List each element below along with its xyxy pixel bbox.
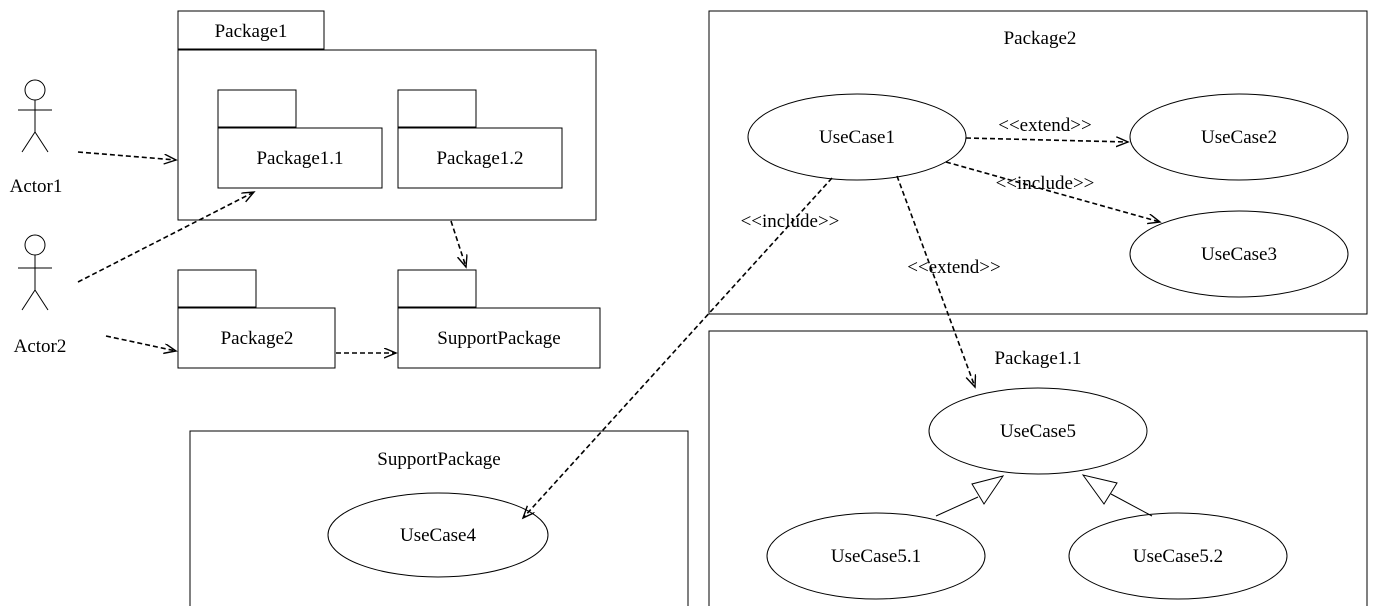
frame-support-package-title: SupportPackage <box>377 449 500 470</box>
actor1[interactable]: Actor1 <box>10 79 63 197</box>
usecase5-1-label: UseCase5.1 <box>831 546 921 567</box>
extend-uc2-label: <<extend>> <box>998 115 1092 136</box>
actor1-to-package1-edge <box>77 151 176 160</box>
generalization-uc5-1-edge <box>935 475 1005 517</box>
actor2[interactable]: Actor2 <box>14 234 67 357</box>
uc1-include-uc4-edge <box>523 177 833 518</box>
support-package[interactable]: SupportPackage <box>397 269 601 369</box>
usecase5-2-label: UseCase5.2 <box>1133 546 1223 567</box>
actor2-icon <box>18 234 52 311</box>
usecase2-label: UseCase2 <box>1201 127 1277 148</box>
include-uc3-label: <<include>> <box>996 173 1095 194</box>
usecase5-label: UseCase5 <box>1000 421 1076 442</box>
usecase3[interactable]: UseCase3 <box>1129 210 1349 298</box>
frame-package1-1: Package1.1 <box>708 330 1368 606</box>
package1-1[interactable]: Package1.1 <box>217 89 383 189</box>
package1-2[interactable]: Package1.2 <box>397 89 563 189</box>
usecase4[interactable]: UseCase4 <box>327 492 549 578</box>
support-package-label: SupportPackage <box>437 328 560 349</box>
usecase3-label: UseCase3 <box>1201 244 1277 265</box>
usecase1-label: UseCase1 <box>819 127 895 148</box>
generalization-uc5-2-edge <box>1081 474 1153 517</box>
package2[interactable]: Package2 <box>177 269 336 369</box>
uc1-extend-uc5-edge <box>896 175 975 387</box>
frame-package2-title: Package2 <box>1004 28 1077 49</box>
actor1-icon <box>18 79 52 153</box>
usecase5-1[interactable]: UseCase5.1 <box>766 512 986 600</box>
actor1-label: Actor1 <box>10 176 63 197</box>
actor2-to-package2-edge <box>105 335 176 351</box>
usecase1[interactable]: UseCase1 <box>747 93 967 181</box>
package1-2-label: Package1.2 <box>436 148 523 169</box>
include-uc4-label: <<include>> <box>741 211 840 232</box>
usecase5-2[interactable]: UseCase5.2 <box>1068 512 1288 600</box>
package1-to-support-edge <box>450 220 466 267</box>
usecase2[interactable]: UseCase2 <box>1129 93 1349 181</box>
frame-support-package: SupportPackage <box>189 430 689 606</box>
uc1-extend-uc2-edge <box>965 138 1128 142</box>
actor2-to-package1-1-edge <box>77 192 254 283</box>
usecase5[interactable]: UseCase5 <box>928 387 1148 475</box>
package1-label: Package1 <box>215 21 288 42</box>
usecase4-label: UseCase4 <box>400 525 476 546</box>
extend-uc5-label: <<extend>> <box>907 257 1001 278</box>
frame-package1-1-title: Package1.1 <box>994 348 1081 369</box>
uc1-include-uc3-edge <box>945 161 1160 222</box>
package1-1-label: Package1.1 <box>256 148 343 169</box>
package2-label: Package2 <box>221 328 294 349</box>
actor2-label: Actor2 <box>14 336 67 357</box>
